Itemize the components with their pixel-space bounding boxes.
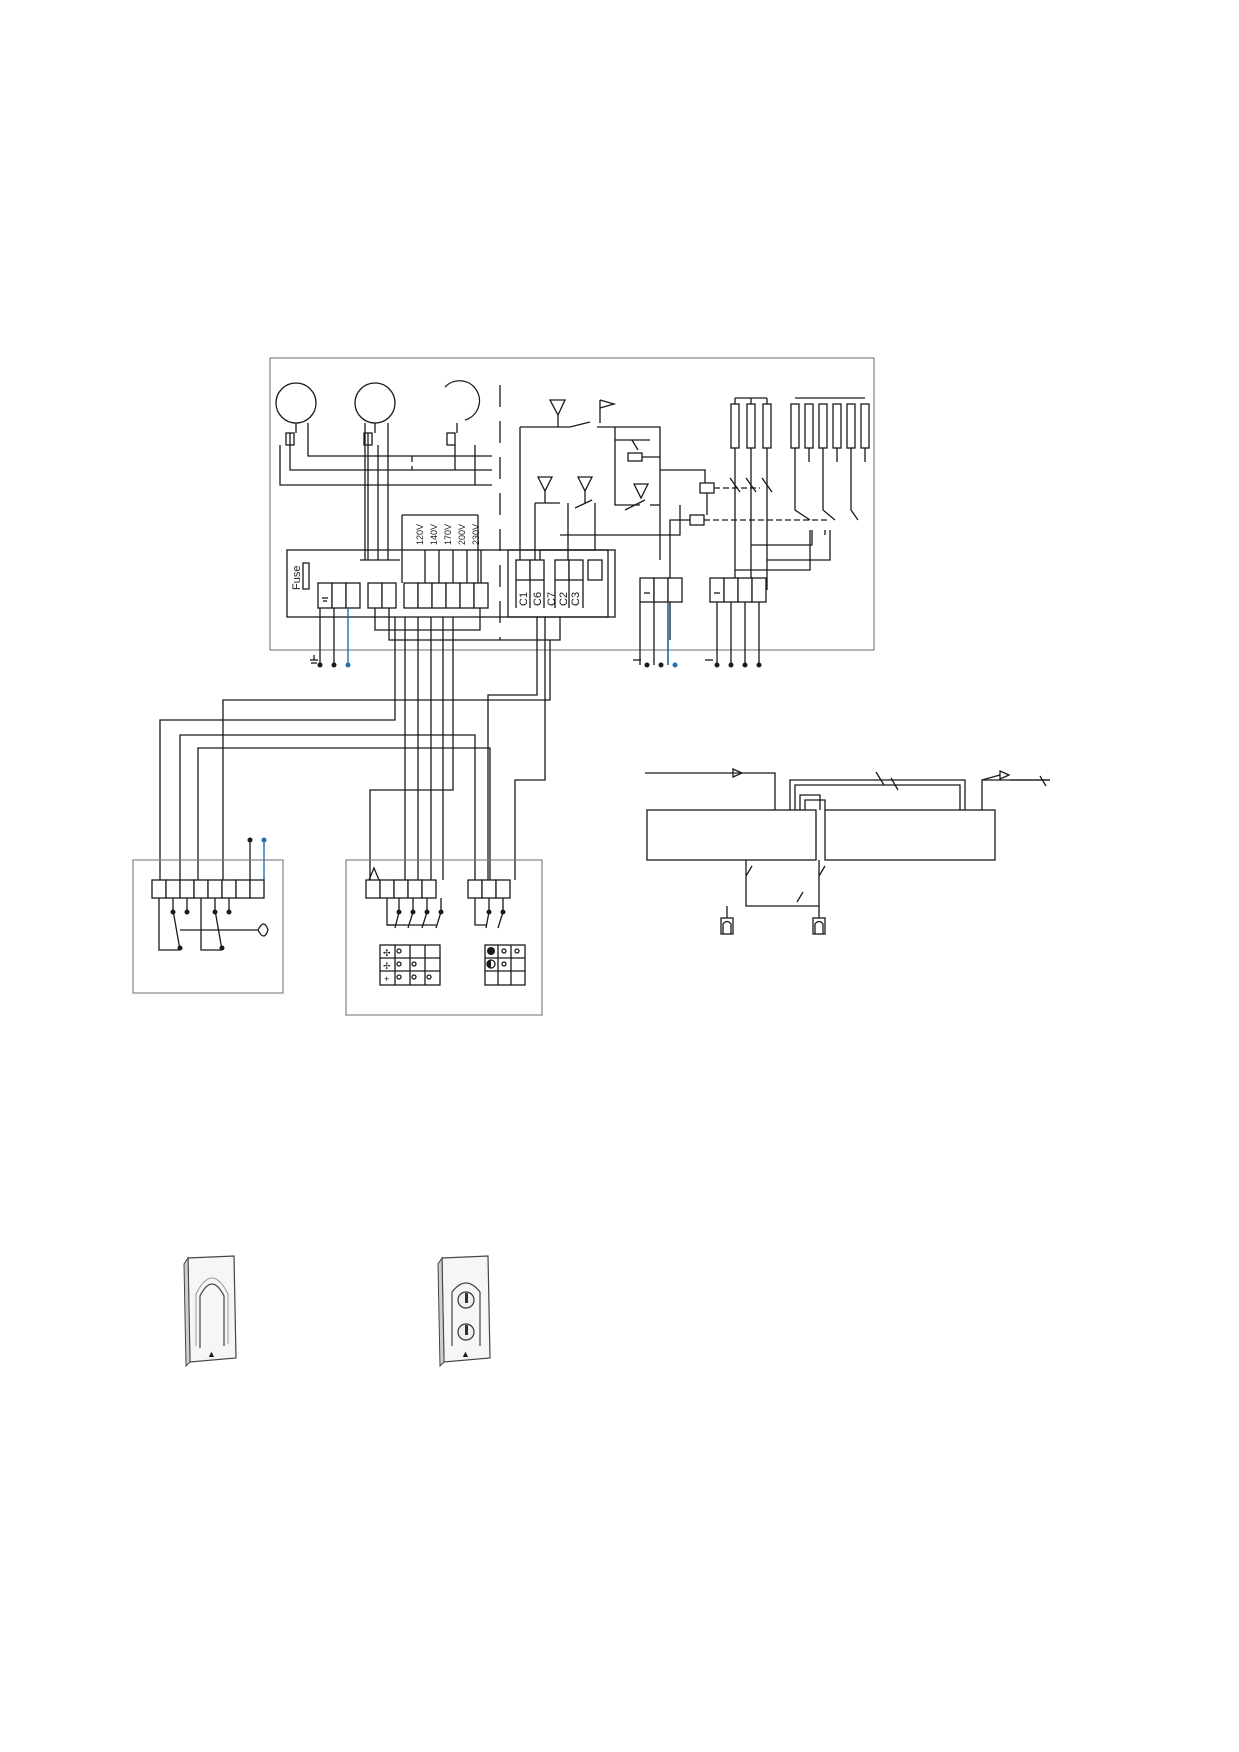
svg-text:✣: ✣ xyxy=(383,948,391,958)
thermostat-symbol-3-icon xyxy=(536,476,554,503)
voltage-tap-label-120v: 120V xyxy=(415,524,425,545)
relay-coil-1 xyxy=(699,482,715,494)
voltage-tap-label-170v: 170V xyxy=(443,524,453,545)
field-wiring xyxy=(159,617,551,880)
capacitor-terminal-c7: C7 xyxy=(546,592,558,606)
capacitor-terminal-board: C1 C6 C7 C2 C3 xyxy=(507,549,609,618)
controller-icon-2 xyxy=(812,917,826,935)
thermostat-symbol-2-icon xyxy=(632,483,650,500)
heat-mode-table xyxy=(484,944,526,986)
left-terminal-board: Fuse 120V 140V 170V 200V 230V xyxy=(286,514,616,618)
capacitor-terminal-c2: C2 xyxy=(558,592,570,606)
supply-connections-left xyxy=(310,655,351,668)
brand-logo: ▲ xyxy=(207,1349,216,1359)
fan-motor-1-icon xyxy=(275,382,317,446)
unit-box-1 xyxy=(646,809,817,861)
remote-control-device-1: ▲ xyxy=(183,1255,237,1368)
capacitor-terminal-c3: C3 xyxy=(570,592,582,606)
sensor-bulb-icon xyxy=(257,923,269,937)
capacitor-terminal-c1: C1 xyxy=(518,592,530,606)
controller-icon-1 xyxy=(720,917,734,935)
capacitor-terminal-c6: C6 xyxy=(532,592,544,606)
svg-text:+: + xyxy=(384,974,389,984)
fuse-label: Fuse xyxy=(291,566,303,590)
remote-switch-box-2: ✣ ✢ + xyxy=(345,859,543,1016)
voltage-tap-label-200v: 200V xyxy=(457,524,467,545)
supply-connections-right xyxy=(705,602,762,668)
supply-terminals-right xyxy=(709,577,767,603)
fan-motor-3-icon xyxy=(444,380,481,446)
fan-motor-2-icon xyxy=(354,382,396,446)
flag-symbol-icon xyxy=(599,399,617,423)
voltage-tap-label-140v: 140V xyxy=(429,524,439,545)
thermostat-symbol-4-icon xyxy=(576,476,594,503)
svg-text:✢: ✢ xyxy=(383,961,391,971)
supply-terminals-middle xyxy=(639,577,683,603)
main-control-box: Fuse 120V 140V 170V 200V 230V xyxy=(269,357,875,665)
remote-switch-box-1 xyxy=(132,859,284,994)
heater-elements-group-2 xyxy=(735,397,870,571)
heater-elements-group-1 xyxy=(729,397,773,590)
fan-speed-table: ✣ ✢ + xyxy=(379,944,441,986)
remote-control-device-2: ▲ xyxy=(437,1255,491,1368)
unit-box-2 xyxy=(824,809,996,861)
master-slave-schematic xyxy=(645,767,1050,935)
voltage-tap-label-230v: 230V xyxy=(471,524,481,545)
thermostat-symbol-1-icon xyxy=(548,399,567,427)
brand-logo: ▲ xyxy=(461,1349,470,1359)
relay-coil-2 xyxy=(689,514,705,526)
supply-connections-middle xyxy=(633,602,678,668)
